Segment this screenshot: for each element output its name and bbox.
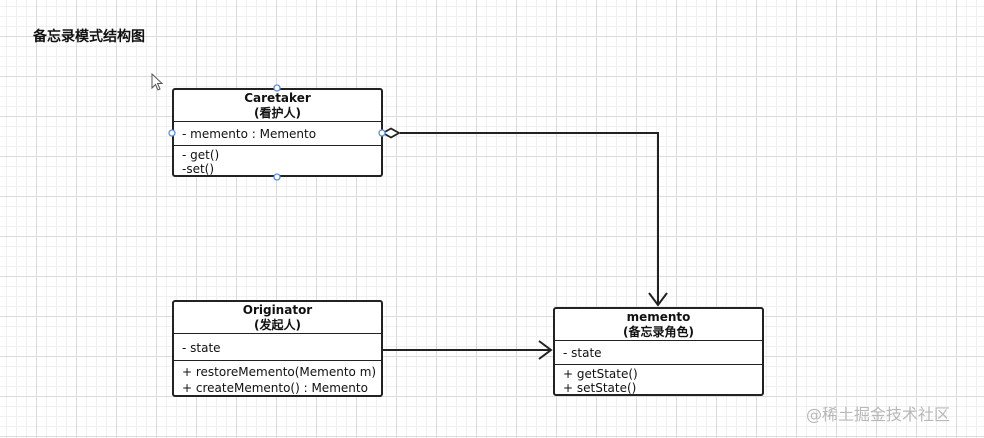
memento-class-box[interactable]: memento (备忘录角色) - state + getState() + s… <box>553 307 764 396</box>
resize-handle-left[interactable] <box>168 129 176 137</box>
memento-method: + getState() <box>563 367 638 381</box>
arrowhead-icon <box>648 292 668 307</box>
memento-method: + setState() <box>563 381 637 395</box>
originator-class-header: Originator (发起人) <box>174 302 381 333</box>
caretaker-class-subtitle: (看护人) <box>254 106 301 120</box>
originator-method: + createMemento() : Memento <box>182 381 368 395</box>
originator-class-box[interactable]: Originator (发起人) - state + restoreMement… <box>172 300 383 397</box>
originator-class-name: Originator <box>242 303 313 317</box>
originator-attribute: - state <box>182 341 221 355</box>
memento-methods: + getState() + setState() <box>555 364 762 398</box>
memento-class-subtitle: (备忘录角色) <box>623 325 694 339</box>
memento-class-name: memento <box>626 310 691 324</box>
arrowhead-icon <box>538 340 553 360</box>
dependency-connector[interactable] <box>383 340 553 360</box>
caretaker-method: - get() <box>182 148 220 162</box>
resize-handle-right[interactable] <box>378 129 386 137</box>
originator-attributes: - state <box>174 333 381 360</box>
caretaker-methods: - get() -set() <box>174 145 381 179</box>
resize-handle-top[interactable] <box>273 84 281 92</box>
caretaker-attribute: - memento : Memento <box>182 127 317 141</box>
memento-attribute: - state <box>563 346 602 360</box>
originator-method: + restoreMemento(Memento m) <box>182 365 377 379</box>
resize-handle-bottom[interactable] <box>273 173 281 181</box>
caretaker-attributes: - memento : Memento <box>174 121 381 145</box>
memento-class-header: memento (备忘录角色) <box>555 309 762 340</box>
aggregation-connector[interactable] <box>381 127 668 307</box>
caretaker-class-name: Caretaker <box>244 91 311 105</box>
aggregation-diamond-icon <box>381 127 401 139</box>
diagram-title: 备忘录模式结构图 <box>33 29 145 45</box>
originator-methods: + restoreMemento(Memento m) + createMeme… <box>174 360 381 399</box>
caretaker-method: -set() <box>182 162 215 176</box>
caretaker-class-box[interactable]: Caretaker (看护人) - memento : Memento - ge… <box>172 88 383 177</box>
originator-class-subtitle: (发起人) <box>254 318 301 332</box>
mouse-cursor-icon <box>151 73 164 91</box>
watermark: @稀土掘金技术社区 <box>806 405 951 424</box>
memento-attributes: - state <box>555 340 762 364</box>
caretaker-class-header: Caretaker (看护人) <box>174 90 381 121</box>
